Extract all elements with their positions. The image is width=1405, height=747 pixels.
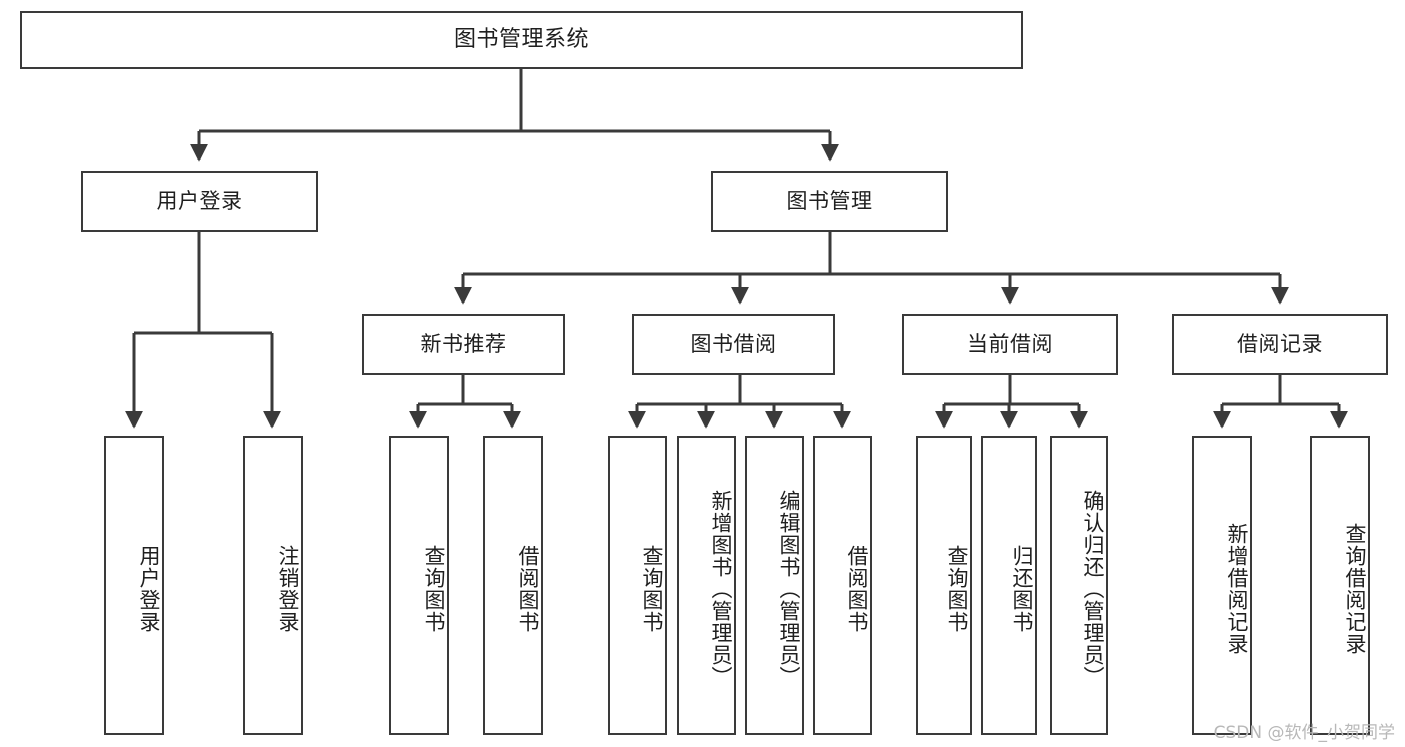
leaf-record-add-record-label: 新增借阅记录 [1225,522,1249,655]
node-book-borrow[interactable]: 图书借阅 [632,314,835,375]
leaf-borrow-borrow-book[interactable]: 借阅图书 [813,436,872,735]
node-new-book-recommend-label: 新书推荐 [420,331,507,356]
leaf-borrow-query-book[interactable]: 查询图书 [608,436,667,735]
leaf-current-confirm-return-admin-label: 确认归还（管理员） [1081,489,1105,688]
node-new-book-recommend[interactable]: 新书推荐 [362,314,565,375]
node-root[interactable]: 图书管理系统 [20,11,1023,69]
node-current-borrow-label: 当前借阅 [967,331,1053,356]
leaf-record-add-record[interactable]: 新增借阅记录 [1192,436,1252,735]
leaf-recommend-borrow-book[interactable]: 借阅图书 [483,436,543,735]
node-user-login[interactable]: 用户登录 [81,171,318,232]
leaf-borrow-query-book-label: 查询图书 [640,544,664,633]
leaf-current-query-book[interactable]: 查询图书 [916,436,972,735]
leaf-borrow-add-book-admin-label: 新增图书（管理员） [709,489,733,688]
leaf-recommend-query-book-label: 查询图书 [422,544,446,633]
leaf-logout[interactable]: 注销登录 [243,436,303,735]
node-book-management-label: 图书管理 [786,188,873,213]
node-book-management[interactable]: 图书管理 [711,171,948,232]
node-current-borrow[interactable]: 当前借阅 [902,314,1118,375]
leaf-current-return-book-label: 归还图书 [1010,544,1034,633]
leaf-record-query-record[interactable]: 查询借阅记录 [1310,436,1370,735]
node-borrow-record-label: 借阅记录 [1237,331,1323,356]
leaf-borrow-borrow-book-label: 借阅图书 [845,544,869,633]
leaf-user-login[interactable]: 用户登录 [104,436,164,735]
leaf-record-query-record-label: 查询借阅记录 [1343,522,1367,655]
leaf-borrow-edit-book-admin[interactable]: 编辑图书（管理员） [745,436,804,735]
node-user-login-label: 用户登录 [156,188,243,213]
node-book-borrow-label: 图书借阅 [690,331,777,356]
leaf-current-confirm-return-admin[interactable]: 确认归还（管理员） [1050,436,1108,735]
leaf-logout-label: 注销登录 [276,544,300,633]
leaf-borrow-edit-book-admin-label: 编辑图书（管理员） [777,489,801,688]
leaf-current-return-book[interactable]: 归还图书 [981,436,1037,735]
node-borrow-record[interactable]: 借阅记录 [1172,314,1388,375]
node-root-label: 图书管理系统 [453,26,589,52]
leaf-user-login-label: 用户登录 [137,544,161,633]
leaf-recommend-borrow-book-label: 借阅图书 [516,544,540,633]
leaf-recommend-query-book[interactable]: 查询图书 [389,436,449,735]
leaf-current-query-book-label: 查询图书 [945,544,969,633]
leaf-borrow-add-book-admin[interactable]: 新增图书（管理员） [677,436,736,735]
